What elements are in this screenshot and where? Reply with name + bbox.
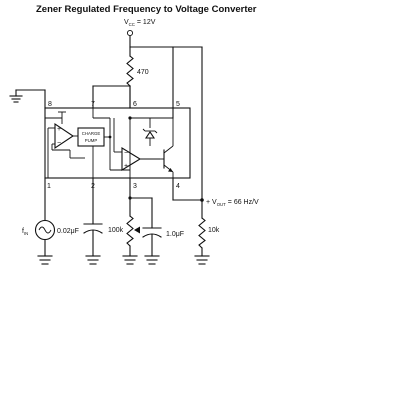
resistor-470 (126, 55, 134, 87)
input-internal-wiring (45, 117, 85, 178)
junction-dot-pin3 (128, 196, 132, 200)
ground-symbol-pin1 (37, 255, 53, 265)
pin-4-label: 4 (176, 183, 180, 190)
output-transistor (160, 118, 174, 178)
svg-text:+: + (57, 126, 61, 133)
svg-text:CHARGE: CHARGE (82, 131, 101, 136)
sine-wave-icon (38, 226, 52, 234)
fin-label: fIN (22, 228, 28, 236)
output-opamp: − + (113, 118, 160, 171)
r-top-label: 470 (137, 69, 149, 76)
charge-pump-block: CHARGE PUMP (77, 127, 105, 147)
vcc-label: VCC= 12V (124, 19, 156, 27)
input-comparator: + − (54, 122, 74, 150)
junction-dot-pin6 (128, 116, 132, 120)
svg-text:−: − (124, 150, 128, 157)
junction-dot-cp (108, 135, 112, 139)
pin3-network (122, 177, 162, 265)
pin-6-label: 6 (133, 101, 137, 108)
svg-text:−: − (57, 140, 61, 147)
vcc-terminal (126, 29, 134, 37)
junction-dot-vout (200, 198, 204, 202)
pin-wiring (92, 85, 174, 119)
charge-pump-wiring (92, 108, 131, 178)
ic-package (44, 107, 191, 179)
cap-in-label: 0.02μF (57, 228, 79, 235)
pin-8-label: 8 (48, 101, 52, 108)
diagram-title: Zener Regulated Frequency to Voltage Con… (36, 4, 257, 15)
svg-text:PUMP: PUMP (85, 138, 98, 143)
input-source (34, 219, 56, 241)
output-wiring (172, 46, 210, 265)
zener-diode (130, 117, 173, 146)
internal-ground (58, 111, 66, 118)
r-pin3-label: 100k (108, 227, 124, 234)
pin-1-label: 1 (47, 183, 51, 190)
svg-text:+: + (124, 163, 128, 170)
cap-pin3-label: 1.0μF (166, 231, 184, 238)
pin-5-label: 5 (176, 101, 180, 108)
pin2-capacitor (83, 177, 103, 265)
pin-3-label: 3 (133, 183, 137, 190)
ground-symbol-pin8 (9, 89, 46, 109)
vout-label: + VOUT= 66 Hz/V (206, 199, 259, 207)
pin-7-label: 7 (91, 101, 95, 108)
r-out-label: 10k (208, 227, 220, 234)
